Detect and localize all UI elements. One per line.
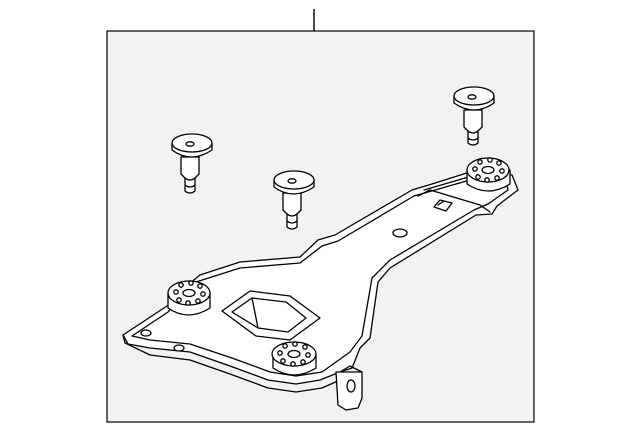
stud-bolt-left: [171, 133, 213, 194]
rubber-mount-rear: [466, 157, 511, 192]
rubber-mount-front-right: [271, 341, 317, 376]
stud-bolt-center: [273, 170, 315, 230]
stud-bolt-right: [453, 86, 495, 146]
rubber-mount-front-left: [167, 280, 211, 316]
